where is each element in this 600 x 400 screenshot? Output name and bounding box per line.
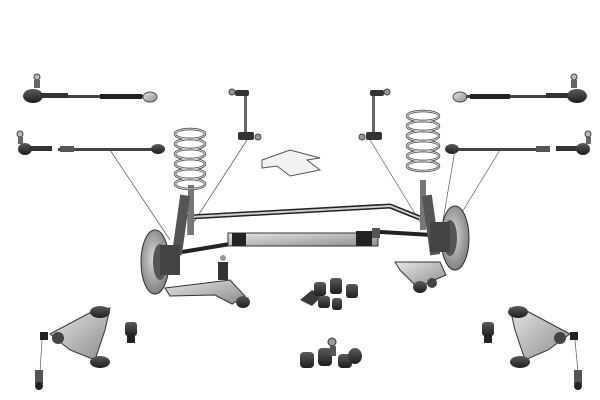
tie-rod-end-left-upper — [23, 73, 68, 103]
tie-rod-right-upper — [452, 91, 546, 103]
tie-rod-right-lower — [445, 144, 550, 154]
ball-joint-bushing-set — [300, 337, 362, 368]
coil-spring-strut-left — [171, 127, 207, 256]
stabilizer-bushing-set — [300, 278, 358, 310]
control-arm-left-assembled — [164, 255, 250, 308]
steering-rack — [227, 228, 380, 247]
tie-rod-left-upper — [68, 91, 158, 103]
control-arm-right-assembled — [394, 261, 447, 293]
brake-disc-left — [140, 229, 180, 295]
leader-lines — [39, 139, 579, 373]
tie-rod-left-lower — [58, 144, 165, 154]
stabilizer-link-right — [358, 88, 391, 141]
control-arm-right-loose — [482, 306, 582, 390]
direction-arrow — [261, 149, 322, 177]
control-arm-left-loose — [35, 306, 137, 390]
tie-rod-end-right-lower — [556, 130, 592, 155]
tie-rod-end-right-upper — [546, 73, 587, 103]
stabilizer-link-left — [228, 88, 262, 141]
tie-rod-end-left-lower — [16, 130, 52, 155]
brake-disc-right — [430, 205, 470, 271]
